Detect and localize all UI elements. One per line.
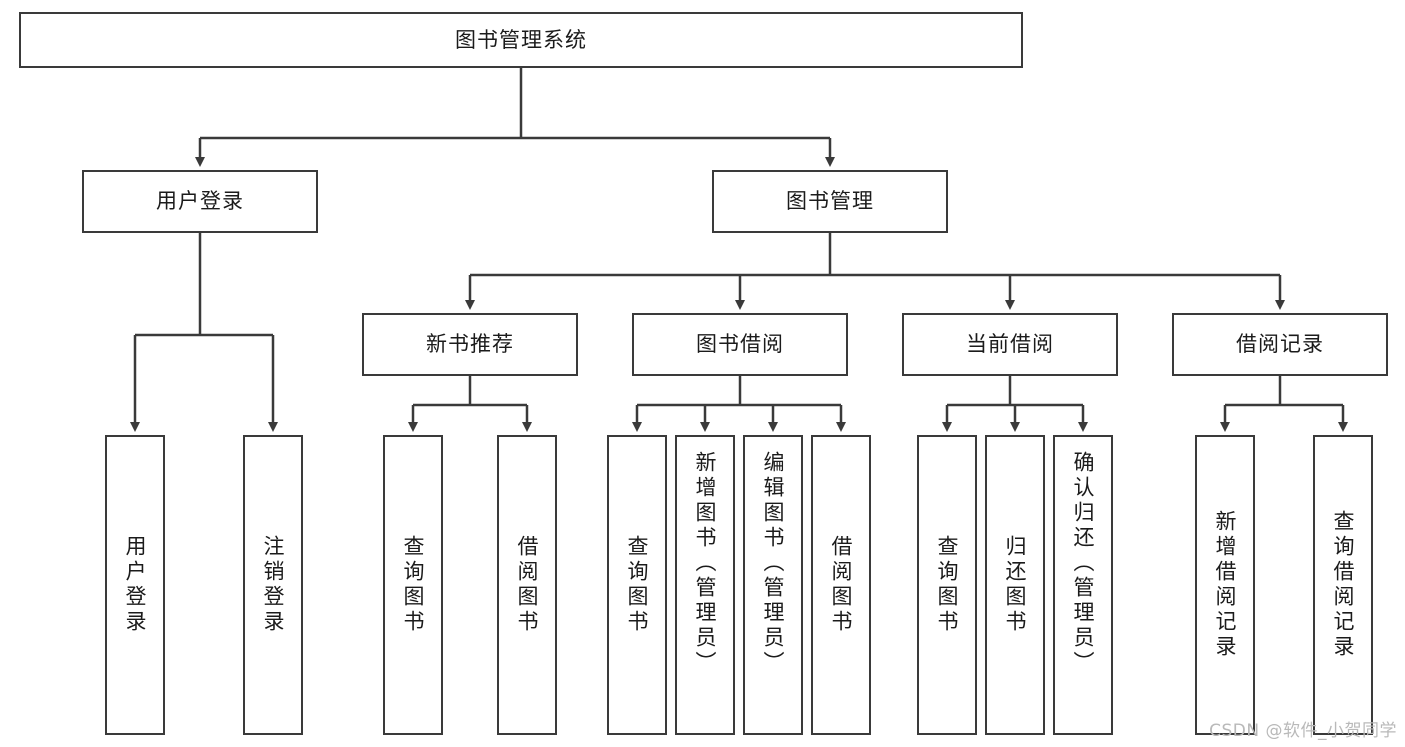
node-book-borrow-label: 图书借阅 xyxy=(696,332,784,357)
leaf-return-book-label: 归还图书 xyxy=(1003,535,1028,635)
leaf-borrow-book-1-label: 借阅图书 xyxy=(515,535,540,635)
node-book-management-label: 图书管理 xyxy=(786,189,874,214)
leaf-query-book-3-label: 查询图书 xyxy=(935,535,960,635)
leaf-return-book[interactable]: 归还图书 xyxy=(985,435,1045,735)
node-borrow-record-label: 借阅记录 xyxy=(1236,332,1324,357)
node-current-borrow-label: 当前借阅 xyxy=(966,332,1054,357)
leaf-user-login[interactable]: 用户登录 xyxy=(105,435,165,735)
leaf-borrow-book-2[interactable]: 借阅图书 xyxy=(811,435,871,735)
node-new-book-recommend[interactable]: 新书推荐 xyxy=(362,313,578,376)
node-user-login[interactable]: 用户登录 xyxy=(82,170,318,233)
node-current-borrow[interactable]: 当前借阅 xyxy=(902,313,1118,376)
leaf-add-borrow-record-label: 新增借阅记录 xyxy=(1213,510,1238,660)
node-book-borrow[interactable]: 图书借阅 xyxy=(632,313,848,376)
leaf-query-borrow-record[interactable]: 查询借阅记录 xyxy=(1313,435,1373,735)
leaf-add-book-admin[interactable]: 新增图书（管理员） xyxy=(675,435,735,735)
leaf-logout-label: 注销登录 xyxy=(261,535,286,635)
leaf-confirm-return-admin-label: 确认归还（管理员） xyxy=(1071,451,1096,676)
leaf-add-book-admin-label: 新增图书（管理员） xyxy=(693,451,718,676)
node-new-book-recommend-label: 新书推荐 xyxy=(426,332,514,357)
leaf-query-book-2-label: 查询图书 xyxy=(625,535,650,635)
leaf-edit-book-admin[interactable]: 编辑图书（管理员） xyxy=(743,435,803,735)
leaf-logout[interactable]: 注销登录 xyxy=(243,435,303,735)
leaf-query-book-1-label: 查询图书 xyxy=(401,535,426,635)
leaf-add-borrow-record[interactable]: 新增借阅记录 xyxy=(1195,435,1255,735)
csdn-watermark: CSDN @软件_小贺同学 xyxy=(1209,721,1397,741)
leaf-query-borrow-record-label: 查询借阅记录 xyxy=(1331,510,1356,660)
node-user-login-label: 用户登录 xyxy=(156,189,244,214)
node-book-management[interactable]: 图书管理 xyxy=(712,170,948,233)
node-root[interactable]: 图书管理系统 xyxy=(19,12,1023,68)
leaf-query-book-2[interactable]: 查询图书 xyxy=(607,435,667,735)
leaf-borrow-book-1[interactable]: 借阅图书 xyxy=(497,435,557,735)
leaf-borrow-book-2-label: 借阅图书 xyxy=(829,535,854,635)
leaf-confirm-return-admin[interactable]: 确认归还（管理员） xyxy=(1053,435,1113,735)
leaf-query-book-3[interactable]: 查询图书 xyxy=(917,435,977,735)
leaf-edit-book-admin-label: 编辑图书（管理员） xyxy=(761,451,786,676)
leaf-query-book-1[interactable]: 查询图书 xyxy=(383,435,443,735)
node-root-label: 图书管理系统 xyxy=(455,27,587,52)
leaf-user-login-label: 用户登录 xyxy=(123,535,148,635)
node-borrow-record[interactable]: 借阅记录 xyxy=(1172,313,1388,376)
